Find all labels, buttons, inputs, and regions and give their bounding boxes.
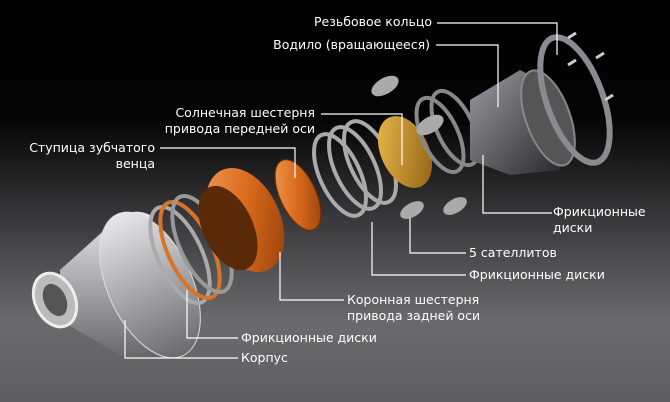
ring-gear-part <box>198 159 322 272</box>
label-ring-gear-hub-line1: Ступица зубчатого <box>29 140 155 155</box>
friction-discs-middle <box>312 119 398 218</box>
label-ring-gear-hub-line2: венца <box>115 156 155 171</box>
label-ring-gear-hub: Ступица зубчатого венца <box>29 140 155 172</box>
label-ring-gear-line2: привода задней оси <box>347 308 481 323</box>
label-satellites: 5 сателлитов <box>469 245 557 260</box>
satellite-gears <box>371 75 467 219</box>
label-sun-gear-line2: привода передней оси <box>164 121 315 136</box>
label-sun-gear: Солнечная шестерня привода передней оси <box>165 105 315 137</box>
label-friction-discs-right-line1: Фрикционные <box>553 204 646 219</box>
label-ring-gear-line1: Коронная шестерня <box>347 292 480 307</box>
label-friction-discs-middle: Фрикционные диски <box>469 267 605 282</box>
leader-lines <box>124 22 558 359</box>
label-carrier: Водило (вращающееся) <box>273 37 430 52</box>
label-friction-discs-right-line2: диски <box>553 220 593 235</box>
carrier-part <box>470 69 576 175</box>
label-housing: Корпус <box>241 350 288 365</box>
threaded-ring-part <box>537 31 614 166</box>
housing-part <box>31 211 201 359</box>
label-threaded-ring: Резьбовое кольцо <box>314 14 432 29</box>
label-ring-gear: Коронная шестерня привода задней оси <box>347 292 480 324</box>
label-friction-discs-right: Фрикционные диски <box>553 204 646 236</box>
label-sun-gear-line1: Солнечная шестерня <box>175 105 315 120</box>
label-friction-discs-left: Фрикционные диски <box>241 330 377 345</box>
